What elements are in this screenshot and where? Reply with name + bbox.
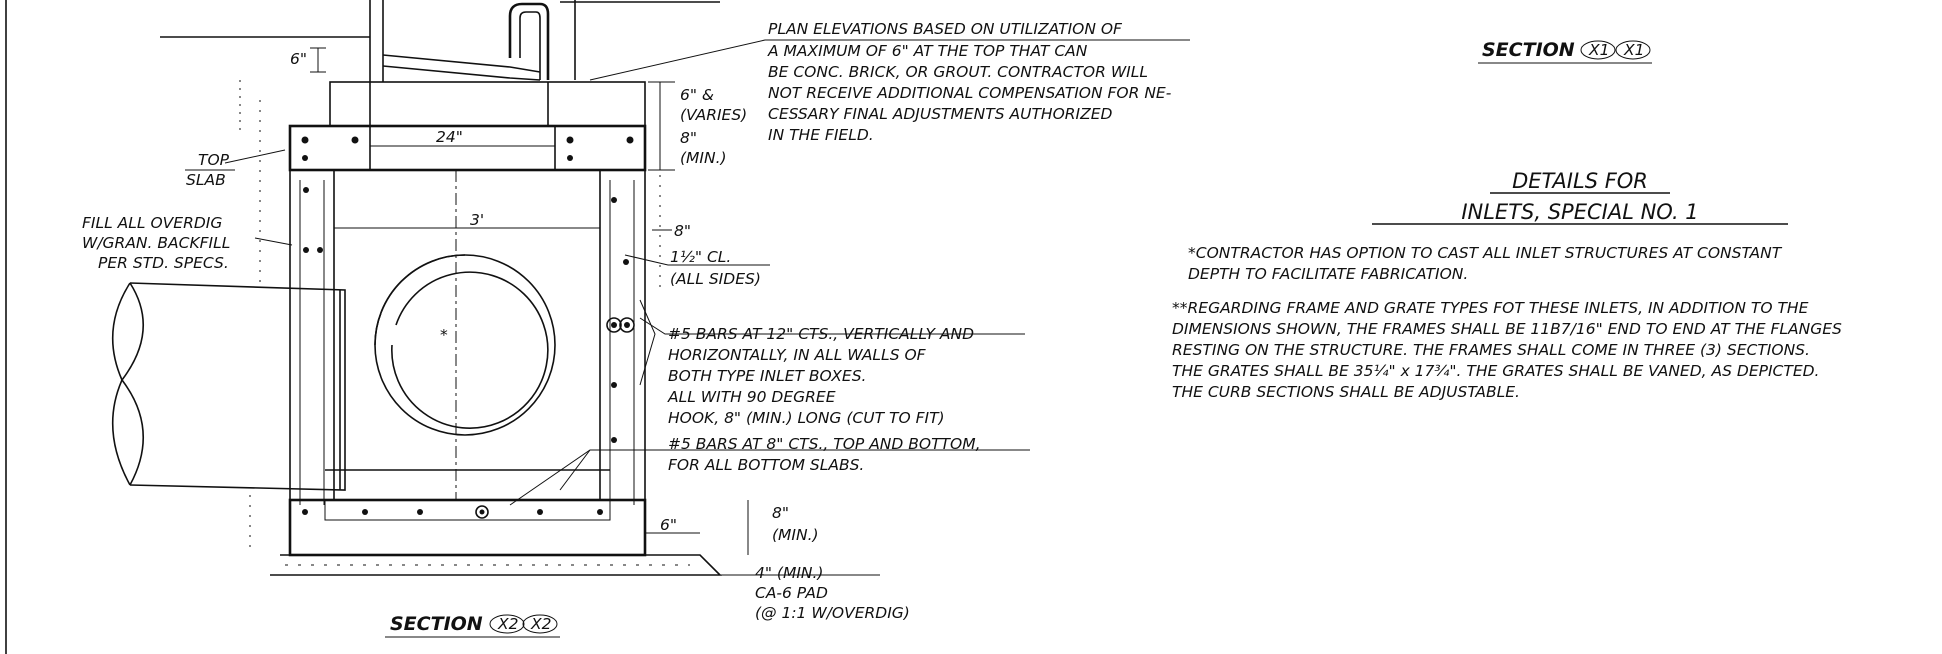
svg-text:FOR ALL BOTTOM SLABS.: FOR ALL BOTTOM SLABS. xyxy=(668,456,864,474)
dim-8-bottom-min: (MIN.) xyxy=(772,526,819,544)
svg-text:X2: X2 xyxy=(530,615,551,633)
svg-text:(@ 1:1 W/OVERDIG): (@ 1:1 W/OVERDIG) xyxy=(755,604,910,622)
plan-elevations-note: PLAN ELEVATIONS BASED ON UTILIZATION OF … xyxy=(767,20,1172,144)
svg-text:INLETS, SPECIAL NO. 1: INLETS, SPECIAL NO. 1 xyxy=(1461,200,1698,224)
svg-text:X1: X1 xyxy=(1623,41,1644,59)
svg-text:FILL ALL OVERDIG: FILL ALL OVERDIG xyxy=(82,214,222,232)
svg-text:CA-6 PAD: CA-6 PAD xyxy=(755,584,828,602)
svg-text:BOTH TYPE INLET BOXES.: BOTH TYPE INLET BOXES. xyxy=(668,367,866,385)
svg-text:THE GRATES SHALL BE 35¼" x 17¾: THE GRATES SHALL BE 35¼" x 17¾". THE GRA… xyxy=(1172,362,1819,380)
adjustment-course xyxy=(329,81,646,127)
frame-and-grate xyxy=(160,0,720,82)
svg-text:PLAN ELEVATIONS BASED ON UTILI: PLAN ELEVATIONS BASED ON UTILIZATION OF xyxy=(768,20,1123,38)
ground-pad xyxy=(239,80,722,576)
inlet-walls xyxy=(289,169,646,505)
svg-text:#5 BARS AT 8" CTS., TOP AND BO: #5 BARS AT 8" CTS., TOP AND BOTTOM, xyxy=(668,435,981,453)
dim-8-top: 8" xyxy=(680,129,697,147)
svg-text:CESSARY FINAL ADJUSTMENTS AUTH: CESSARY FINAL ADJUSTMENTS AUTHORIZED xyxy=(768,105,1113,123)
svg-text:HORIZONTALLY, IN ALL WALLS OF: HORIZONTALLY, IN ALL WALLS OF xyxy=(668,346,927,364)
svg-text:DIMENSIONS SHOWN, THE FRAMES S: DIMENSIONS SHOWN, THE FRAMES SHALL BE 11… xyxy=(1172,320,1842,338)
svg-text:ALL WITH 90 DEGREE: ALL WITH 90 DEGREE xyxy=(667,388,836,406)
pipe xyxy=(111,282,346,491)
leader-lines xyxy=(224,39,1190,576)
svg-text:DEPTH TO FACILITATE FABRICATIO: DEPTH TO FACILITATE FABRICATION. xyxy=(1188,265,1468,283)
all-sides-label: (ALL SIDES) xyxy=(670,270,761,288)
frame-grate-note: **REGARDING FRAME AND GRATE TYPES FOT TH… xyxy=(1172,299,1842,401)
top-slab-label: TOP SLAB xyxy=(185,151,235,189)
dim-8-right: 8" xyxy=(674,222,691,240)
svg-text:DETAILS FOR: DETAILS FOR xyxy=(1512,169,1648,193)
svg-text:BE CONC. BRICK, OR GROUT. CON: BE CONC. BRICK, OR GROUT. CONTRACTOR WIL… xyxy=(768,63,1148,81)
bars-8-note: #5 BARS AT 8" CTS., TOP AND BOTTOM, FOR … xyxy=(668,435,981,474)
clear-cover-label: 1½" CL. xyxy=(670,248,731,266)
dim-6-bottom: 6" xyxy=(660,516,677,534)
svg-text:A MAXIMUM OF 6" AT THE TOP THA: A MAXIMUM OF 6" AT THE TOP THAT CAN xyxy=(767,42,1088,60)
dim-3ft: 3' xyxy=(470,211,484,229)
svg-text:PER STD. SPECS.: PER STD. SPECS. xyxy=(98,254,229,272)
svg-text:RESTING ON THE STRUCTURE. THE: RESTING ON THE STRUCTURE. THE FRAMES SHA… xyxy=(1172,341,1810,359)
svg-text:TOP: TOP xyxy=(198,151,230,169)
dim-24: 24" xyxy=(436,128,463,146)
svg-text:SECTION: SECTION xyxy=(390,613,483,635)
svg-text:HOOK, 8" (MIN.) LONG (CUT TO F: HOOK, 8" (MIN.) LONG (CUT TO FIT) xyxy=(668,409,945,427)
svg-text:SECTION: SECTION xyxy=(1482,39,1575,61)
svg-text:4" (MIN.): 4" (MIN.) xyxy=(755,564,823,582)
dim-varies-label: (VARIES) xyxy=(680,106,747,124)
svg-text:IN THE FIELD.: IN THE FIELD. xyxy=(768,126,874,144)
svg-text:**REGARDING FRAME AND GRATE TY: **REGARDING FRAME AND GRATE TYPES FOT TH… xyxy=(1172,299,1809,317)
section-x2-label: SECTION X2 X2 xyxy=(385,613,560,638)
asterisk-mark: * xyxy=(440,326,448,344)
svg-text:#5 BARS AT 12" CTS., VERTICALL: #5 BARS AT 12" CTS., VERTICALLY AND xyxy=(668,325,974,343)
dimension-lines xyxy=(310,47,749,555)
svg-text:X1: X1 xyxy=(1588,41,1609,59)
pipe-opening: * xyxy=(374,254,556,436)
section-x1-label: SECTION X1 X1 xyxy=(1478,39,1652,64)
svg-text:*CONTRACTOR HAS OPTION TO CAST: *CONTRACTOR HAS OPTION TO CAST ALL INLET… xyxy=(1188,244,1783,262)
dim-6-varies: 6" & xyxy=(680,86,714,104)
details-title: DETAILS FOR INLETS, SPECIAL NO. 1 xyxy=(1372,169,1788,225)
dim-8-top-min: (MIN.) xyxy=(680,149,727,167)
bottom-slab xyxy=(288,469,647,557)
fill-overdig-note: FILL ALL OVERDIG W/GRAN. BACKFILL PER ST… xyxy=(82,214,230,272)
svg-text:THE CURB SECTIONS SHALL BE ADJ: THE CURB SECTIONS SHALL BE ADJUSTABLE. xyxy=(1172,383,1520,401)
dim-8-bottom: 8" xyxy=(772,504,789,522)
pad-note: 4" (MIN.) CA-6 PAD (@ 1:1 W/OVERDIG) xyxy=(755,564,910,622)
svg-text:X2: X2 xyxy=(497,615,518,633)
svg-text:NOT RECEIVE ADDITIONAL COMPENS: NOT RECEIVE ADDITIONAL COMPENSATION FOR … xyxy=(768,84,1172,102)
dim-6-top: 6" xyxy=(290,50,307,68)
svg-text:SLAB: SLAB xyxy=(186,171,226,189)
bars-12-note: #5 BARS AT 12" CTS., VERTICALLY AND HORI… xyxy=(667,325,974,427)
top-slab xyxy=(288,124,647,172)
svg-text:W/GRAN. BACKFILL: W/GRAN. BACKFILL xyxy=(82,234,230,252)
constant-depth-note: *CONTRACTOR HAS OPTION TO CAST ALL INLET… xyxy=(1188,244,1783,283)
